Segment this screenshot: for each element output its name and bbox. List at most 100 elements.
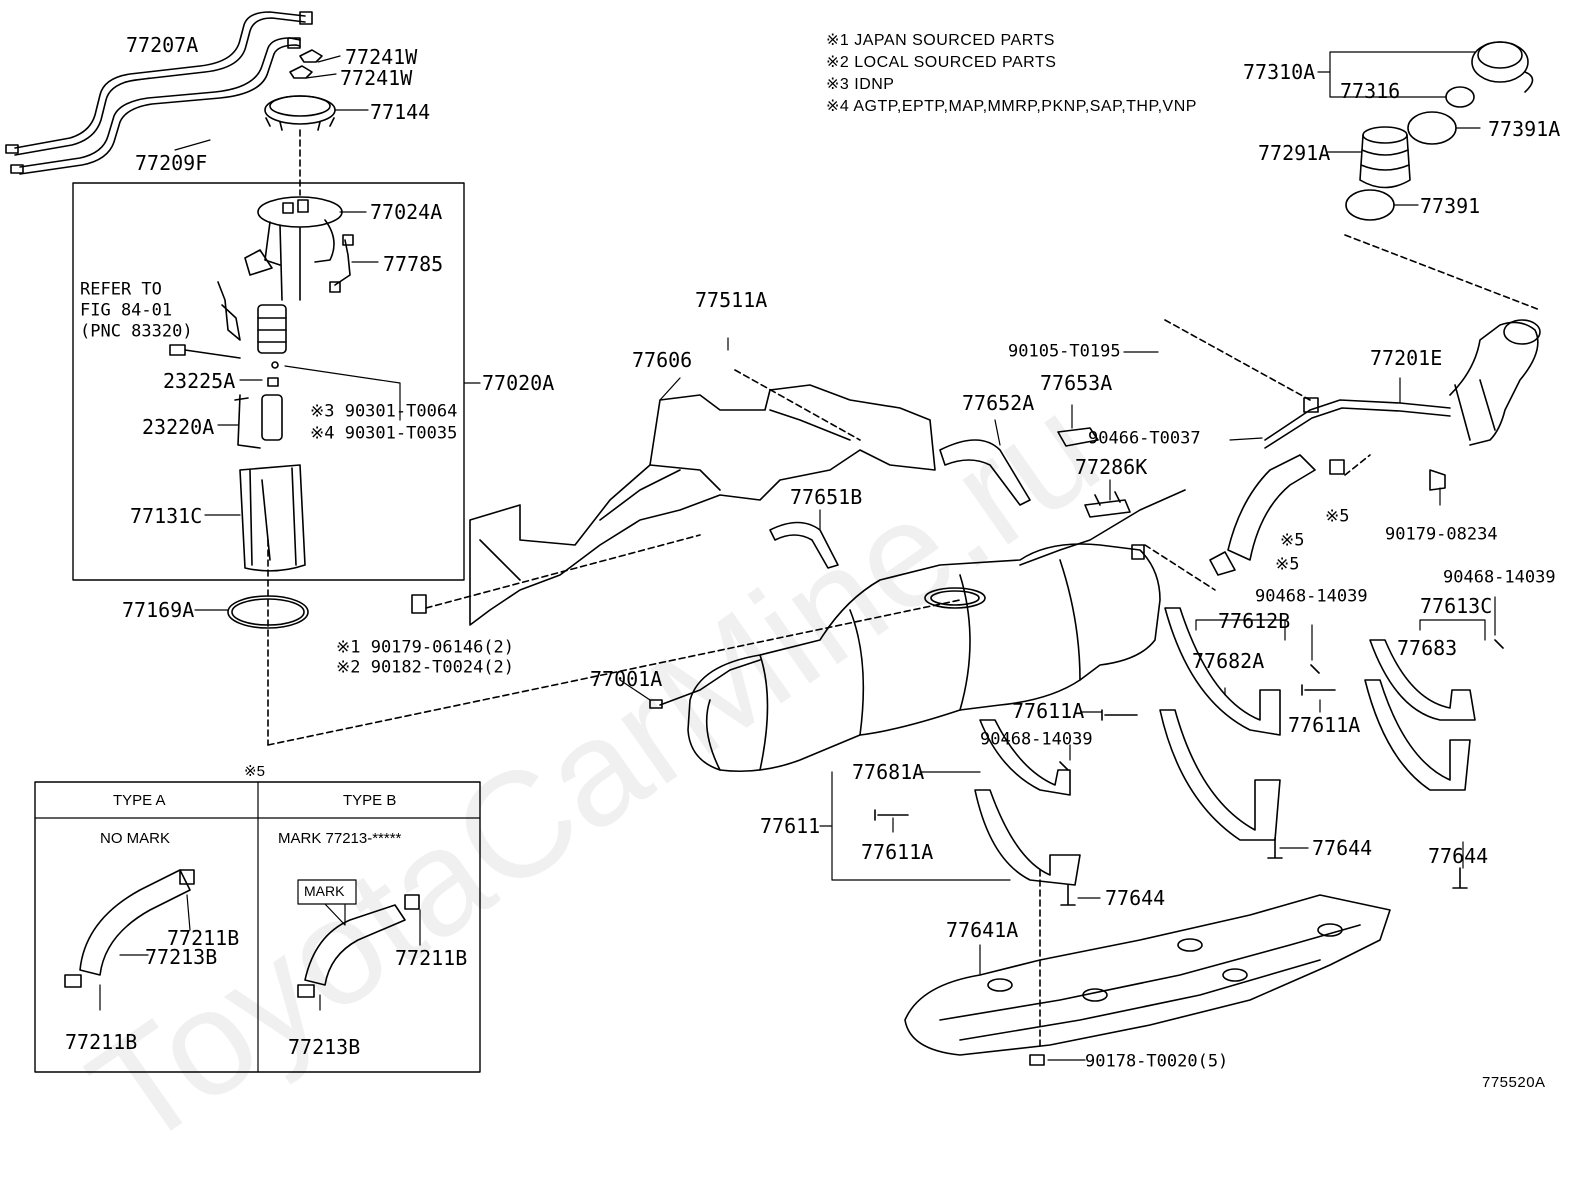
part-label[interactable]: 77001A xyxy=(590,667,663,691)
note-2: ※2 LOCAL SOURCED PARTS xyxy=(826,54,1057,71)
figure-id: 775520A xyxy=(1482,1074,1546,1091)
refer-line-1: REFER TO xyxy=(80,279,162,300)
strap-77683 xyxy=(1369,639,1476,721)
part-label[interactable]: 77201E xyxy=(1370,346,1443,370)
fuel-line-tubes xyxy=(5,11,313,175)
part-label[interactable]: 77644 xyxy=(1428,844,1489,868)
legend-mark-tag: MARK xyxy=(304,883,345,899)
note-1: ※1 JAPAN SOURCED PARTS xyxy=(826,32,1055,49)
shim-77653a xyxy=(1057,427,1099,447)
part-label[interactable]: 77644 xyxy=(1312,836,1373,860)
part-label[interactable]: 77683 xyxy=(1397,636,1458,660)
part-label[interactable]: 77144 xyxy=(370,100,431,124)
part-label[interactable]: 77641A xyxy=(946,918,1019,942)
part-label[interactable]: ※1 90179-06146(2) xyxy=(336,637,515,658)
part-label[interactable]: 90466-T0037 xyxy=(1088,428,1201,449)
clip-77241w-b xyxy=(289,65,313,79)
part-label[interactable]: 77316 xyxy=(1340,79,1401,103)
part-label[interactable]: 77213B xyxy=(288,1035,361,1059)
pump-bracket xyxy=(239,464,306,572)
gasket-77316 xyxy=(1445,86,1475,108)
part-label[interactable]: 77211B xyxy=(395,946,468,970)
nut-90178 xyxy=(1029,1054,1045,1066)
part-label[interactable]: 77606 xyxy=(632,348,693,372)
part-label[interactable]: 77020A xyxy=(482,371,555,395)
part-label[interactable]: 77286K xyxy=(1075,455,1148,479)
ring-77391 xyxy=(1345,189,1395,221)
part-label[interactable]: 90468-14039 xyxy=(980,729,1093,750)
bolt-77611a-c xyxy=(874,809,909,821)
part-label[interactable]: 77211B xyxy=(167,926,240,950)
clip-77286k xyxy=(1084,491,1131,518)
part-label[interactable]: ※2 90182-T0024(2) xyxy=(336,657,515,678)
part-label[interactable]: 77651B xyxy=(790,485,863,509)
part-label[interactable]: ※3 90301-T0064 xyxy=(310,401,458,422)
filler-pipe-77201e xyxy=(1264,319,1541,491)
tank-protector-77606 xyxy=(411,384,936,626)
gasket-77169a xyxy=(227,595,309,629)
bolt-77644-c xyxy=(1060,884,1076,906)
fuel-cap-77310a xyxy=(1471,41,1534,93)
part-label[interactable]: 77511A xyxy=(695,288,768,312)
diagram-artwork xyxy=(5,11,1541,1073)
hose-type-a xyxy=(79,869,191,976)
clip-77241w-a xyxy=(299,49,323,63)
legend-marker: ※5 xyxy=(244,763,265,780)
part-label[interactable]: 90178-T0020(5) xyxy=(1085,1051,1229,1072)
part-label[interactable]: 77213B xyxy=(145,945,218,969)
part-label[interactable]: 77682A xyxy=(1192,649,1265,673)
part-label[interactable]: 77391A xyxy=(1488,117,1561,141)
part-label[interactable]: 77613C xyxy=(1420,594,1493,618)
strap-77611 xyxy=(974,789,1081,886)
part-label[interactable]: 77612B xyxy=(1218,609,1291,633)
part-label[interactable]: 90179-08234 xyxy=(1385,524,1498,545)
part-label[interactable]: 23225A xyxy=(163,369,236,393)
retainer-ring-77144 xyxy=(264,95,336,131)
part-label[interactable]: 23220A xyxy=(142,415,215,439)
part-label[interactable]: 77611A xyxy=(1012,699,1085,723)
part-label[interactable]: 77310A xyxy=(1243,60,1316,84)
legend-no-mark: NO MARK xyxy=(100,830,171,847)
part-label[interactable]: 77611A xyxy=(1288,713,1361,737)
part-label[interactable]: 77653A xyxy=(1040,371,1113,395)
part-label[interactable]: 77391 xyxy=(1420,194,1481,218)
legend-type-a: TYPE A xyxy=(113,792,166,809)
part-label[interactable]: 90468-14039 xyxy=(1443,567,1556,588)
part-label[interactable]: 77652A xyxy=(962,391,1035,415)
note-3: ※3 IDNP xyxy=(826,76,895,93)
part-label[interactable]: 77241W xyxy=(345,45,418,69)
part-label[interactable]: 77611A xyxy=(861,840,934,864)
bracket-77652a xyxy=(939,439,1031,506)
strap-right xyxy=(1364,679,1471,791)
part-label[interactable]: 77169A xyxy=(122,598,195,622)
breather-hose xyxy=(1227,454,1316,561)
note-4: ※4 AGTP,EPTP,MAP,MMRP,PKNP,SAP,THP,VNP xyxy=(826,98,1197,115)
ring-77391a xyxy=(1407,111,1457,145)
under-cover-77641a xyxy=(904,894,1391,1056)
part-label[interactable]: 77644 xyxy=(1105,886,1166,910)
seal-77291a xyxy=(1359,126,1411,189)
part-label[interactable]: 77024A xyxy=(370,200,443,224)
part-label[interactable]: 77291A xyxy=(1258,141,1331,165)
legend-type-b: TYPE B xyxy=(343,792,397,809)
part-label[interactable]: 77209F xyxy=(135,151,208,175)
harness-77785 xyxy=(329,234,354,293)
hose-type-b xyxy=(304,904,406,986)
parts-diagram: ToyotaCarMine.ru xyxy=(5,11,1561,1179)
part-label[interactable]: 77785 xyxy=(383,252,444,276)
part-label[interactable]: ※4 90301-T0035 xyxy=(310,423,458,444)
part-label[interactable]: ※5 xyxy=(1280,530,1305,551)
part-label[interactable]: ※5 xyxy=(1275,554,1300,575)
part-label[interactable]: 77241W xyxy=(340,66,413,90)
fuel-tank-77001a xyxy=(649,489,1186,772)
part-label[interactable]: 77681A xyxy=(852,760,925,784)
part-label[interactable]: 77611 xyxy=(760,814,821,838)
part-label[interactable]: 90105-T0195 xyxy=(1008,341,1121,362)
bolt-77644-b xyxy=(1452,867,1468,889)
part-label[interactable]: 77207A xyxy=(126,33,199,57)
part-label[interactable]: 77211B xyxy=(65,1030,138,1054)
part-label[interactable]: ※5 xyxy=(1325,506,1350,527)
strap-rear xyxy=(1159,709,1281,841)
part-label[interactable]: 77131C xyxy=(130,504,203,528)
part-label[interactable]: 90468-14039 xyxy=(1255,586,1368,607)
